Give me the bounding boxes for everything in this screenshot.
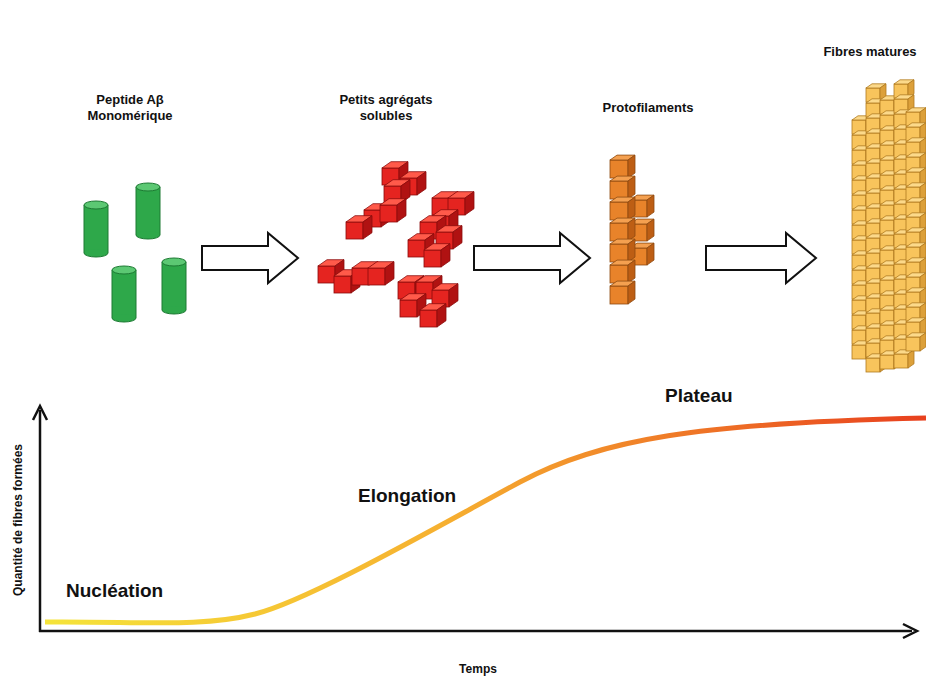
stage-group: Protofilaments bbox=[592, 100, 704, 330]
axis-label: Temps bbox=[459, 662, 497, 676]
protofilament-cubes bbox=[610, 155, 654, 304]
stage-heading: Protofilaments bbox=[592, 100, 704, 116]
stage-group: Petits agrégats solubles bbox=[300, 92, 472, 347]
monomer-cylinders bbox=[84, 183, 186, 322]
block-arrow bbox=[202, 233, 298, 283]
fibre-cubes bbox=[852, 80, 926, 372]
growth-curve bbox=[45, 418, 926, 623]
stage-group: Fibres matures bbox=[818, 44, 922, 394]
phase-label: Elongation bbox=[358, 485, 456, 507]
stage-heading: Peptide Aβ Monomérique bbox=[75, 92, 185, 125]
phase-label: Nucléation bbox=[66, 580, 163, 602]
axis-label: Quantité de fibres formées bbox=[11, 444, 25, 596]
stage-group: Peptide Aβ Monomérique bbox=[60, 92, 200, 327]
aggregate-cubes bbox=[318, 162, 474, 327]
stage-heading: Fibres matures bbox=[818, 44, 922, 60]
phase-label: Plateau bbox=[665, 385, 733, 407]
block-arrow bbox=[706, 233, 816, 283]
block-arrow bbox=[474, 233, 590, 283]
chart-axes bbox=[33, 406, 917, 638]
stage-heading: Petits agrégats solubles bbox=[316, 92, 456, 125]
